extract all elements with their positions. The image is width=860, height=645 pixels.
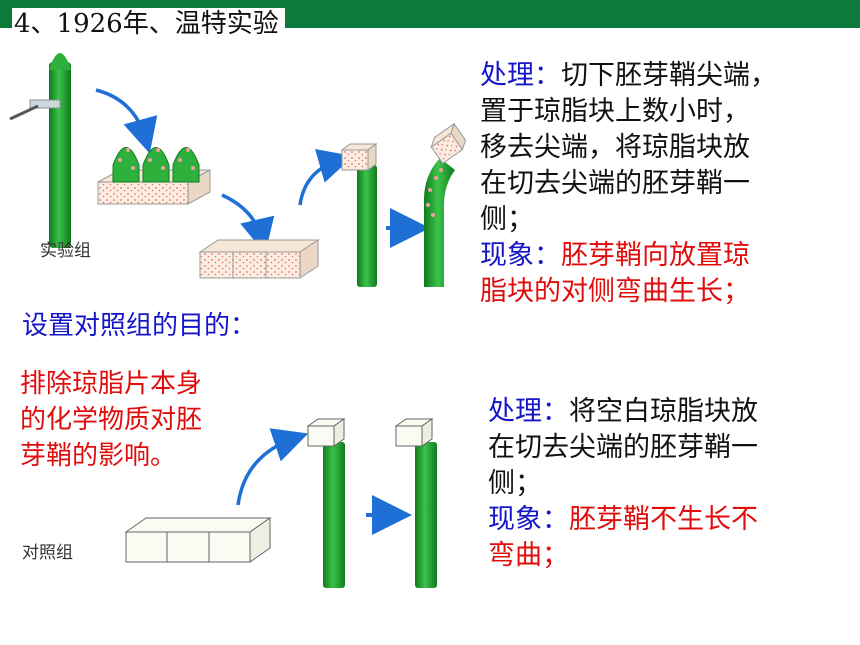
cut-agar-blocks-illustration (198, 239, 320, 279)
coleoptile-with-agar-illustration (340, 143, 378, 287)
arrow-blocks-to-coleoptile (298, 148, 354, 206)
experiment-treatment-text: 处理：切下胚芽鞘尖端， 置于琼脂块上数小时， 移去尖端，将琼脂块放 在切去尖端的… (480, 60, 777, 307)
arrow-cut-to-agar (95, 88, 158, 154)
control-treatment-text: 处理：将空白琼脂块放 在切去尖端的胚芽鞘一 侧； 现象：胚芽鞘不生长不 弯曲； (488, 396, 758, 571)
arrow-agar-to-cut-blocks (221, 193, 275, 254)
coleoptile-cutting-illustration (9, 53, 71, 248)
experiment-group-label: 实验组 (40, 241, 91, 261)
blank-agar-blocks-illustration (124, 517, 272, 563)
purpose-answer: 排除琼脂片本身 的化学物质对胚 芽鞘的影响。 (20, 369, 203, 471)
slide-title: 4、1926年、温特实验 (12, 8, 285, 40)
tips-on-agar-illustration (97, 147, 211, 205)
control-group-label: 对照组 (22, 543, 73, 563)
experiment-phenomenon-label: 现象： (480, 240, 561, 271)
arrow-control-blocks-to-coleoptile (236, 428, 309, 506)
control-coleoptile-result-illustration (394, 418, 437, 588)
control-phenomenon-label: 现象： (488, 504, 569, 535)
bent-coleoptile-illustration (424, 122, 467, 287)
control-treatment-label: 处理： (488, 396, 569, 427)
control-coleoptile-illustration (306, 418, 346, 588)
purpose-question: 设置对照组的目的： (22, 311, 257, 341)
experiment-treatment-label: 处理： (480, 60, 561, 91)
